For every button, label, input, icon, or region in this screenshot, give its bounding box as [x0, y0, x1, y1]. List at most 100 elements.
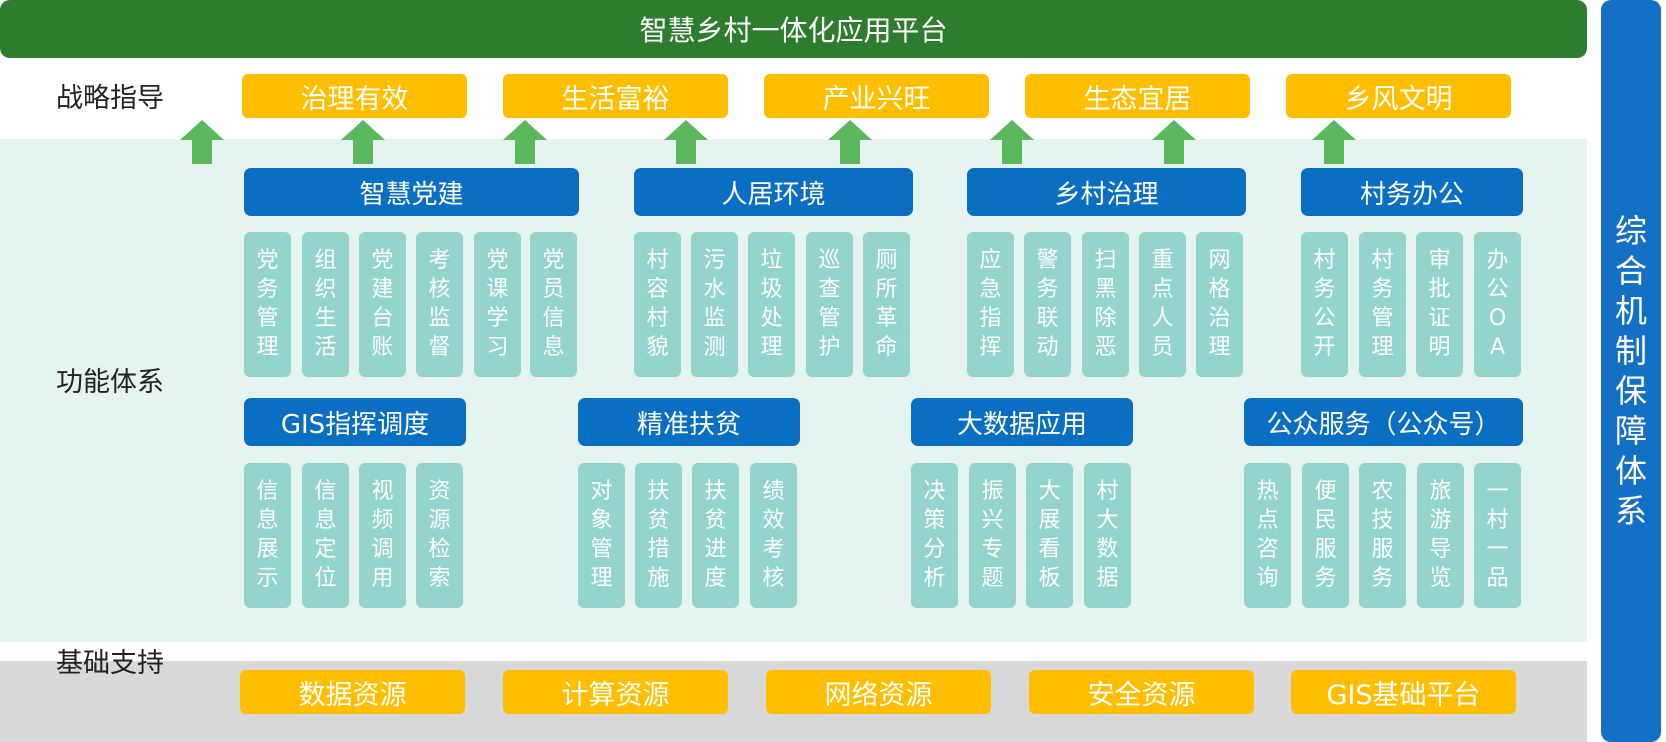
module-item-char: 督 — [428, 335, 451, 360]
module-item: 决策分析 — [911, 463, 958, 608]
module-item-char: 导 — [1429, 537, 1452, 562]
module-item: 振兴专题 — [969, 463, 1016, 608]
module-item: 信息展示 — [244, 463, 291, 608]
module-item-char: 处 — [760, 306, 783, 331]
module-item-char: 村 — [1313, 248, 1336, 273]
module-item-char: 索 — [428, 566, 451, 591]
module-header: 智慧党建 — [244, 168, 579, 216]
module-item-char: 分 — [923, 537, 946, 562]
module-item-char: 组 — [314, 248, 337, 273]
module-item: 资源检索 — [416, 463, 463, 608]
module-item-char: 信 — [314, 479, 337, 504]
foundation-box: 安全资源 — [1029, 670, 1254, 714]
module-item-char: 管 — [818, 306, 841, 331]
module-item-char: 格 — [1208, 277, 1231, 302]
module-item-char: 看 — [1038, 537, 1061, 562]
up-arrow-icon — [828, 120, 872, 164]
module-item-char: 巡 — [818, 248, 841, 273]
module-item-char: 绩 — [762, 479, 785, 504]
module-item-char: 便 — [1314, 479, 1337, 504]
module-item-char: 游 — [1429, 508, 1452, 533]
module-item: 热点咨询 — [1244, 463, 1291, 608]
module-item-char: 护 — [818, 335, 841, 360]
module-item-char: 资 — [428, 479, 451, 504]
module-item-char: 革 — [875, 306, 898, 331]
module-item: 党课学习 — [474, 232, 521, 377]
module-item-char: 策 — [923, 508, 946, 533]
module-item-char: 施 — [647, 566, 670, 591]
module-item-char: 办 — [1486, 248, 1509, 273]
module-item-char: 管 — [590, 537, 613, 562]
module-header: 公众服务（公众号） — [1244, 398, 1523, 446]
module-item-char: 扶 — [647, 479, 670, 504]
module-item-char: 村 — [646, 306, 669, 331]
goal-box: 生态宜居 — [1025, 74, 1250, 118]
module-item-char: 信 — [542, 306, 565, 331]
module-item-char: 厕 — [875, 248, 898, 273]
module-item-char: 进 — [704, 537, 727, 562]
module-item-char: 挥 — [979, 335, 1002, 360]
up-arrow-icon — [664, 120, 708, 164]
module-item-char: 咨 — [1256, 537, 1279, 562]
module-item-char: 应 — [979, 248, 1002, 273]
module-item-char: 习 — [486, 335, 509, 360]
up-arrow-icon — [503, 120, 547, 164]
module-item-char: 信 — [256, 479, 279, 504]
module-item: 应急指挥 — [967, 232, 1014, 377]
module-item-char: 污 — [703, 248, 726, 273]
module-item-char: 公 — [1313, 306, 1336, 331]
module-item-char: 命 — [875, 335, 898, 360]
module-item-char: 询 — [1256, 566, 1279, 591]
module-item: 巡查管护 — [806, 232, 853, 377]
module-item-char: 象 — [590, 508, 613, 533]
module-item: 考核监督 — [416, 232, 463, 377]
module-header: 大数据应用 — [911, 398, 1133, 446]
module-item-char: 村 — [1486, 508, 1509, 533]
module-item-char: 监 — [428, 306, 451, 331]
module-item: 厕所革命 — [863, 232, 910, 377]
module-item-char: 一 — [1486, 479, 1509, 504]
goal-box: 产业兴旺 — [764, 74, 989, 118]
module-item-char: 织 — [314, 277, 337, 302]
module-item-char: A — [1489, 335, 1506, 360]
module-item-char: 务 — [256, 277, 279, 302]
module-item-char: 一 — [1486, 537, 1509, 562]
module-item-char: 务 — [1314, 566, 1337, 591]
module-item-char: 员 — [1151, 335, 1174, 360]
foundation-box: 计算资源 — [503, 670, 728, 714]
module-item-char: 人 — [1151, 306, 1174, 331]
module-item: 重点人员 — [1139, 232, 1186, 377]
module-item-char: 大 — [1038, 479, 1061, 504]
module-header: GIS指挥调度 — [244, 398, 466, 446]
module-item-char: 效 — [762, 508, 785, 533]
side-title-char: 综 — [1614, 212, 1647, 250]
module-item-char: 貌 — [646, 335, 669, 360]
module-item-char: 警 — [1036, 248, 1059, 273]
module-item-char: 位 — [314, 566, 337, 591]
module-item: 村容村貌 — [634, 232, 681, 377]
goal-box: 治理有效 — [242, 74, 467, 118]
module-item-char: 理 — [1371, 335, 1394, 360]
side-title-char: 保 — [1614, 372, 1647, 410]
module-item-char: 审 — [1428, 248, 1451, 273]
module-item-char: 题 — [981, 566, 1004, 591]
module-item-char: 扫 — [1094, 248, 1117, 273]
module-item-char: 联 — [1036, 306, 1059, 331]
module-item: 扶贫措施 — [635, 463, 682, 608]
module-item-char: 定 — [314, 537, 337, 562]
module-item-char: 证 — [1428, 306, 1451, 331]
module-item-char: 学 — [486, 306, 509, 331]
side-title-char: 体 — [1614, 452, 1647, 490]
side-title-char: 障 — [1614, 412, 1647, 450]
module-item-char: 贫 — [647, 508, 670, 533]
module-item-char: 课 — [486, 277, 509, 302]
module-item-char: 恶 — [1094, 335, 1117, 360]
side-title-char: 制 — [1614, 332, 1647, 370]
module-item-char: 示 — [256, 566, 279, 591]
module-item-char: 活 — [314, 335, 337, 360]
module-item-char: 兴 — [981, 508, 1004, 533]
module-item: 党建台账 — [359, 232, 406, 377]
module-item-char: 板 — [1038, 566, 1061, 591]
module-item-char: 动 — [1036, 335, 1059, 360]
